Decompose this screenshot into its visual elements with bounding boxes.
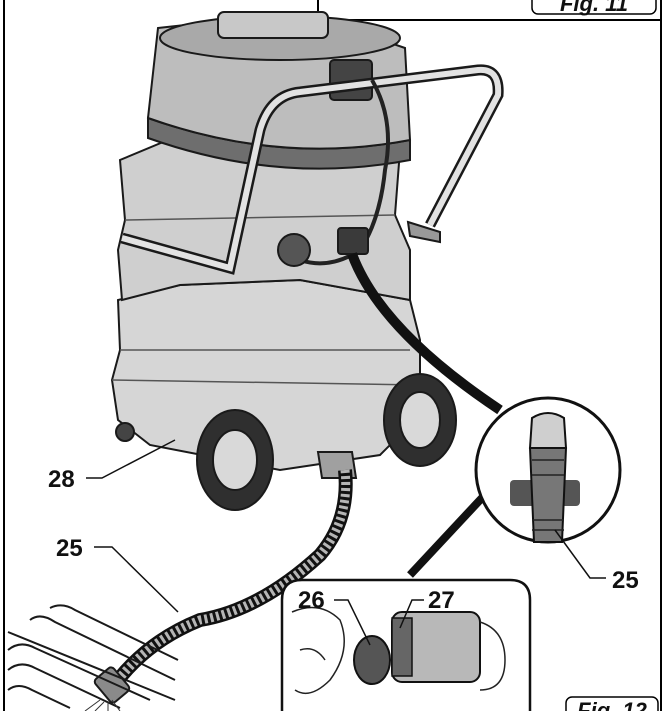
hose-socket: [337, 227, 369, 255]
fig-current-label: Fig. 12: [577, 698, 647, 711]
connector-body: [353, 635, 391, 685]
connector-detail-inset: [280, 578, 532, 711]
fig-prev-label-box: Fig. 11: [531, 0, 657, 16]
callout-28: 28: [48, 439, 176, 493]
socket-hose: [347, 252, 503, 415]
callout-27: 27: [399, 587, 455, 629]
drain-hose: [112, 469, 353, 685]
callout-label-25-detail: 25: [612, 567, 639, 594]
callout-label-27: 27: [428, 587, 455, 614]
floor-grate: [7, 604, 179, 709]
fig-current-label-box: Fig. 12: [565, 696, 659, 711]
caster: [115, 422, 135, 442]
hand-outline: [291, 606, 345, 695]
vacuum-handle-grip: [217, 11, 329, 39]
callout-26: 26: [298, 587, 371, 646]
callout-label-26: 26: [298, 587, 325, 614]
callout-label-25: 25: [56, 535, 83, 562]
vacuum-illustration: [93, 11, 504, 704]
detail-circle: [407, 396, 622, 578]
callout-label-28: 28: [48, 466, 75, 493]
side-valve: [406, 220, 441, 244]
cord-outlet: [277, 233, 311, 267]
water-splash: [84, 699, 121, 711]
detail-fitting: [528, 412, 568, 449]
callout-25-hose: 25: [56, 535, 179, 613]
fig-prev-label: Fig. 11: [560, 0, 628, 16]
callout-25-detail: 25: [554, 529, 639, 594]
detail-hose: [528, 447, 568, 543]
